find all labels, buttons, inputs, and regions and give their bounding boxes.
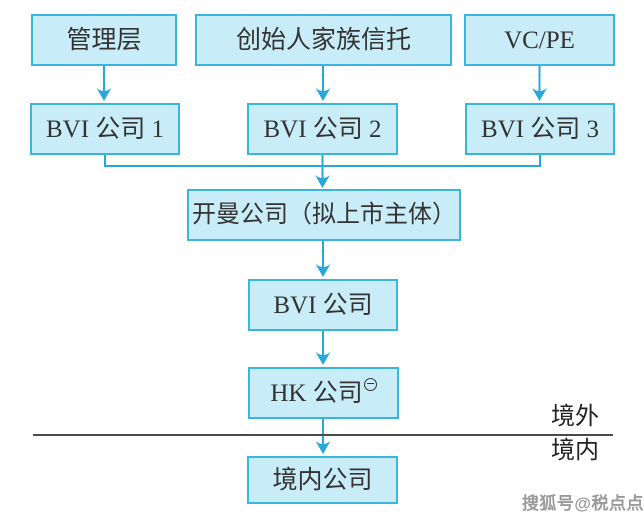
node-bvi-company-3: BVI 公司 3 xyxy=(465,103,615,155)
node-cayman-listing-entity: 开曼公司（拟上市主体） xyxy=(187,189,461,241)
node-label: 管理层 xyxy=(66,26,142,54)
node-label: BVI 公司 1 xyxy=(45,115,165,143)
arrow-down-hk-to-domestic xyxy=(315,419,331,454)
arrow-down-vcpe-to-bvi3 xyxy=(532,66,547,101)
node-label: VC/PE xyxy=(504,26,575,54)
node-management: 管理层 xyxy=(31,14,177,66)
node-hk-company: HK 公司 xyxy=(248,367,399,419)
offshore-label: 境外 xyxy=(551,404,599,430)
node-label: BVI 公司 2 xyxy=(263,115,382,143)
node-label: 开曼公司（拟上市主体） xyxy=(192,202,456,228)
node-label: BVI 公司 3 xyxy=(480,115,600,143)
node-founder-trust: 创始人家族信托 xyxy=(195,14,452,66)
node-bvi-company-1: BVI 公司 1 xyxy=(30,103,180,155)
arrow-down-bvi-to-hk xyxy=(315,331,331,365)
merge-connector-bvi-to-cayman xyxy=(104,155,541,188)
node-label: BVI 公司 xyxy=(273,291,373,319)
node-vc-pe: VC/PE xyxy=(464,14,615,66)
arrow-down-management-to-bvi1 xyxy=(96,66,112,101)
arrow-down-trust-to-bvi2 xyxy=(315,66,331,101)
onshore-label: 境内 xyxy=(551,438,599,464)
node-bvi-company-2: BVI 公司 2 xyxy=(247,103,398,155)
watermark: 搜狐号@税点点 xyxy=(521,494,644,513)
arrow-down-cayman-to-bvi xyxy=(315,241,331,277)
node-domestic-company: 境内公司 xyxy=(247,456,398,504)
circled-minus-icon xyxy=(363,377,377,391)
node-bvi-company: BVI 公司 xyxy=(248,279,398,331)
node-label: 境内公司 xyxy=(272,466,373,494)
node-label: 创始人家族信托 xyxy=(235,26,411,54)
node-label: HK 公司 xyxy=(270,379,363,407)
